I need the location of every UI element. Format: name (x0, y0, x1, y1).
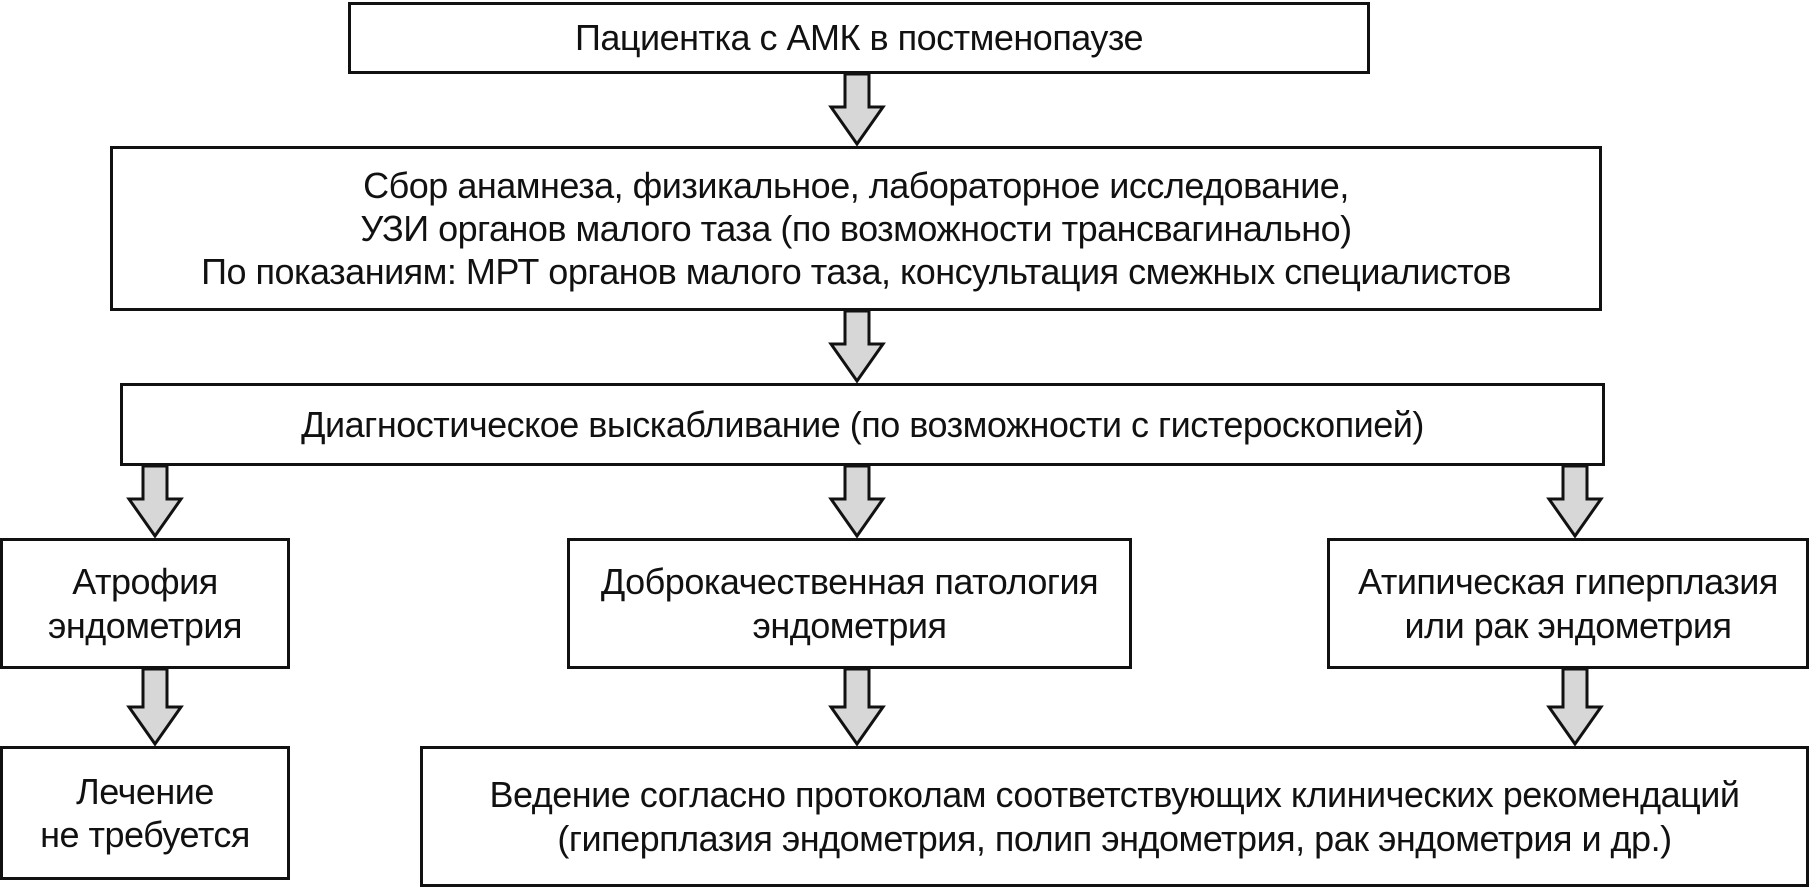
down-arrow (828, 309, 886, 384)
arrow-atypical-to-management (1546, 667, 1604, 747)
atrophy-line-2: эндометрия (48, 604, 242, 646)
no-treatment-line-1: Лечение (76, 770, 214, 812)
arrow-atrophy-to-no-treatment (126, 667, 184, 747)
patient-label: Пациентка с АМК в постменопаузе (574, 17, 1144, 59)
curettage-label: Диагностическое выскабливание (по возмож… (301, 403, 1424, 445)
workup-line-2: УЗИ органов малого таза (по возможности … (360, 207, 1352, 249)
atrophy-line-1: Атрофия (72, 561, 218, 603)
arrow-curettage-to-atypical (1546, 464, 1604, 539)
atypical-line-1: Атипическая гиперплазия (1358, 561, 1778, 603)
patient-box: Пациентка с АМК в постменопаузе (348, 2, 1370, 74)
down-arrow (1546, 464, 1604, 539)
workup-line-3: По показаниям: МРТ органов малого таза, … (201, 251, 1511, 293)
arrow-curettage-to-atrophy (126, 464, 184, 539)
benign-line-1: Доброкачественная патология (600, 561, 1099, 603)
down-arrow (126, 667, 184, 747)
benign-line-2: эндометрия (752, 604, 947, 646)
arrow-curettage-to-benign (828, 464, 886, 539)
management-line-1: Ведение согласно протоколам соответствую… (489, 774, 1740, 816)
atypical-hyperplasia-box: Атипическая гиперплазия или рак эндометр… (1327, 538, 1809, 669)
no-treatment-box: Лечение не требуется (0, 746, 290, 880)
management-box: Ведение согласно протоколам соответствую… (420, 746, 1809, 887)
atrophy-box: Атрофия эндометрия (0, 538, 290, 669)
arrow-patient-to-workup (828, 72, 886, 147)
down-arrow (828, 72, 886, 147)
management-line-2: (гиперплазия эндометрия, полип эндометри… (557, 817, 1672, 859)
workup-line-1: Сбор анамнеза, физикальное, лабораторное… (363, 164, 1349, 206)
no-treatment-line-2: не требуется (40, 814, 250, 855)
down-arrow (828, 667, 886, 747)
arrow-workup-to-curettage (828, 309, 886, 384)
down-arrow (126, 464, 184, 539)
down-arrow (1546, 667, 1604, 747)
atypical-line-2: или рак эндометрия (1404, 604, 1733, 646)
down-arrow (828, 464, 886, 539)
benign-pathology-box: Доброкачественная патология эндометрия (567, 538, 1132, 669)
arrow-benign-to-management (828, 667, 886, 747)
